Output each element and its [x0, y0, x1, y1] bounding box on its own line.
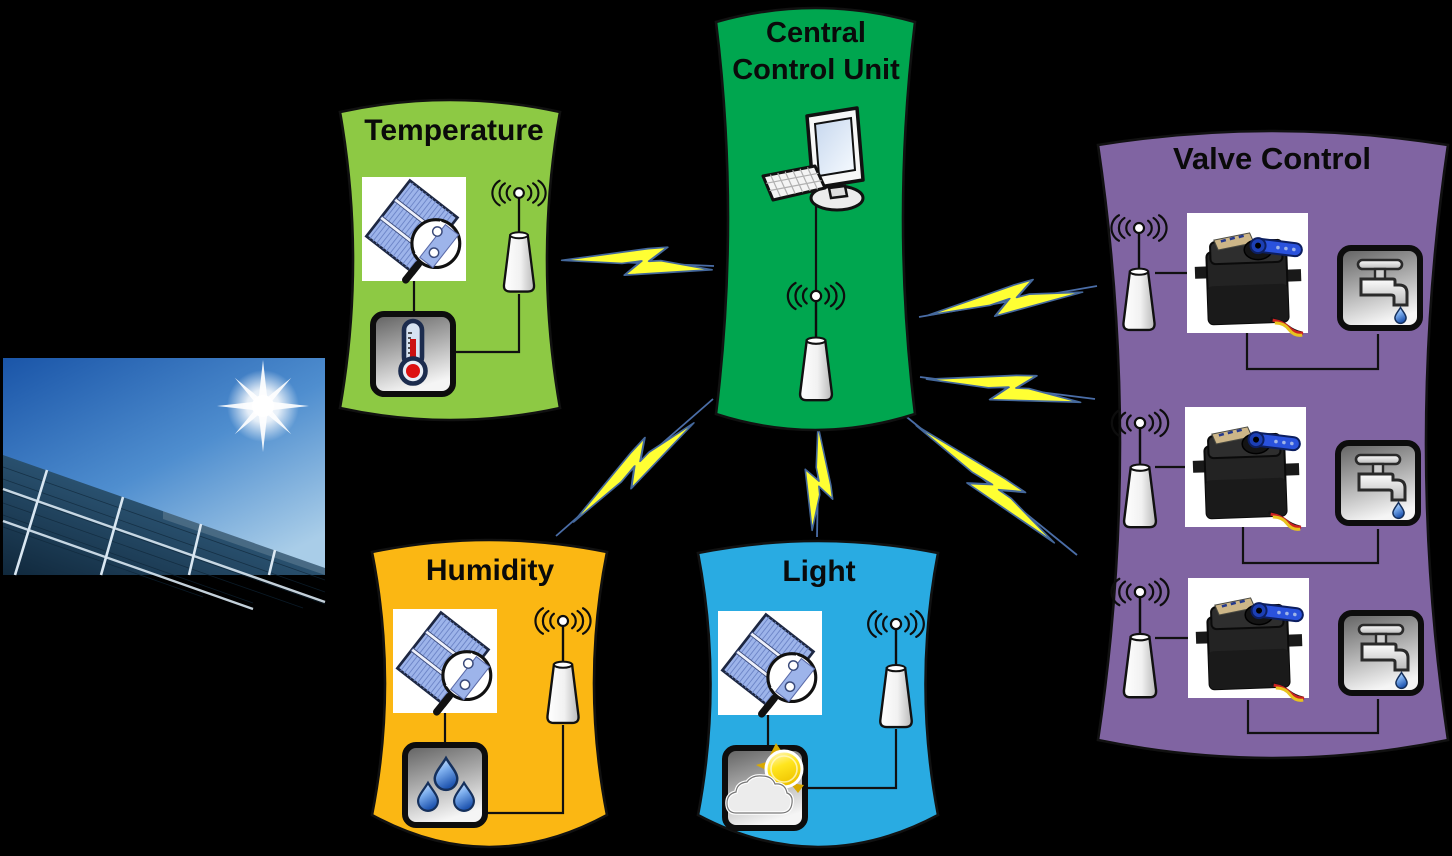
water-faucet-icon — [1340, 248, 1420, 328]
light-title: Light — [782, 555, 855, 588]
sun-behind-cloud-icon — [725, 743, 805, 828]
valve-control-title: Valve Control — [1173, 141, 1371, 176]
solar-panel-magnifier-icon — [718, 611, 822, 715]
lightning-bolt-icon — [924, 270, 1085, 329]
solar-array — [2, 455, 326, 611]
solar-panels-photo — [2, 358, 326, 611]
solar-panel-magnifier-icon — [362, 177, 466, 281]
lightning-bolt-icon — [561, 406, 701, 533]
wireless-links — [555, 242, 1098, 556]
servo-motor-photo — [1183, 405, 1308, 535]
valve-actuator-row — [1110, 576, 1421, 735]
lightning-bolt-icon — [560, 242, 714, 280]
temperature-title: Temperature — [364, 114, 544, 147]
servo-motor-photo — [1186, 576, 1311, 706]
water-drops-icon — [405, 745, 485, 825]
solar-panel-magnifier-icon — [393, 609, 497, 713]
lightning-bolt-icon — [803, 424, 835, 532]
sun-flare — [217, 360, 309, 452]
thermometer-icon — [373, 314, 453, 394]
lightning-bolt-icon — [924, 361, 1084, 412]
humidity-title: Humidity — [426, 554, 555, 587]
light-node: Light — [696, 539, 940, 849]
central-control-unit-node: Central Control Unit — [714, 6, 917, 432]
water-faucet-icon — [1338, 443, 1418, 523]
water-faucet-icon — [1341, 613, 1421, 693]
valve-actuator-row — [1110, 211, 1420, 371]
temperature-node: Temperature — [338, 98, 562, 422]
valve-control-node: Valve Control — [1096, 129, 1450, 760]
servo-motor-photo — [1185, 211, 1310, 341]
humidity-node: Humidity — [370, 538, 609, 849]
valve-actuator-row — [1110, 405, 1418, 565]
central-title-line2: Control Unit — [732, 54, 900, 86]
central-title-line1: Central — [766, 17, 866, 49]
